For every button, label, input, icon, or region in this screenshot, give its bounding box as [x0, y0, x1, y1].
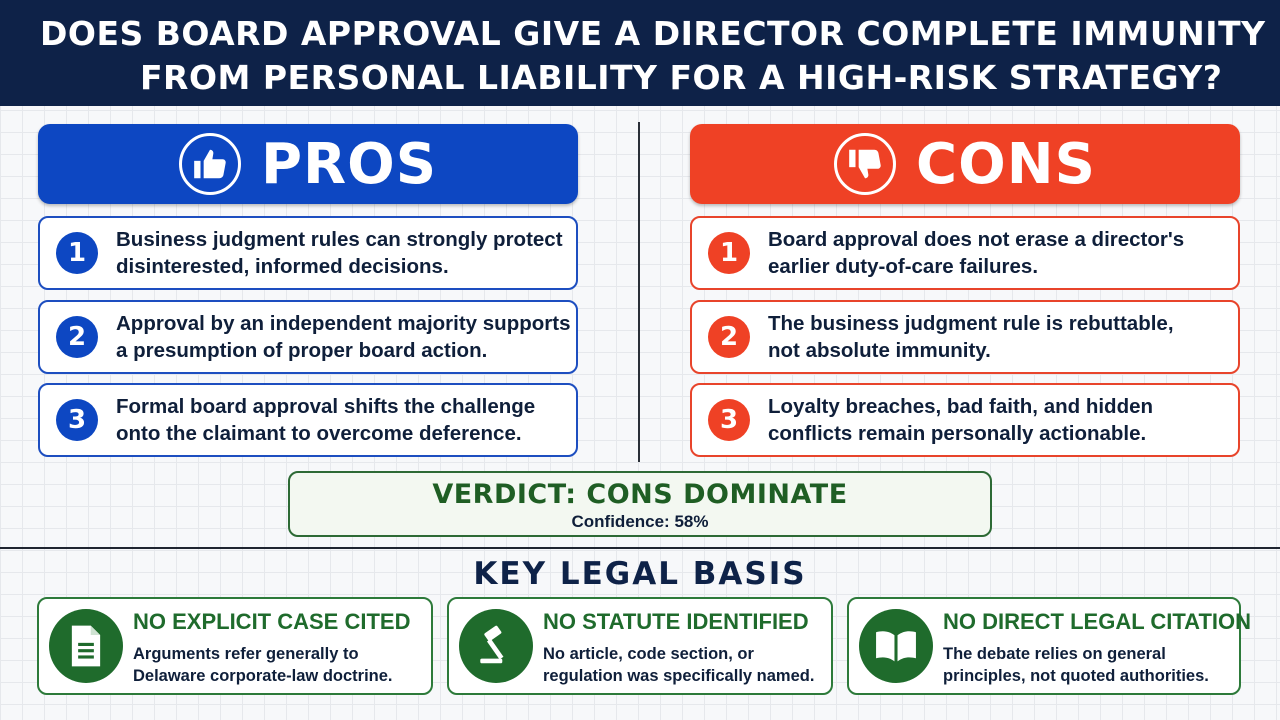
con-text-line: earlier duty-of-care failures.	[768, 255, 1039, 278]
con-number-badge: 3	[708, 399, 750, 441]
pro-card-3: 3 Formal board approval shifts the chall…	[38, 383, 578, 457]
basis-heading: KEY LEGAL BASIS	[473, 556, 807, 592]
con-card-3: 3 Loyalty breaches, bad faith, and hidde…	[690, 383, 1240, 457]
con-text-line: conflicts remain personally actionable.	[768, 422, 1147, 445]
con-card-1: 1 Board approval does not erase a direct…	[690, 216, 1240, 290]
pro-number-badge: 1	[56, 232, 98, 274]
basis-card-desc: The debate relies on general principles,…	[943, 643, 1209, 687]
verdict-title: VERDICT: CONS DOMINATE	[432, 479, 848, 510]
pro-text-line: onto the claimant to overcome deference.	[116, 422, 522, 445]
pro-text-line: a presumption of proper board action.	[116, 339, 488, 362]
basis-card-statute: NO STATUTE IDENTIFIED No article, code s…	[447, 597, 833, 695]
basis-desc-line: No article, code section, or	[543, 645, 754, 663]
con-text-line: Loyalty breaches, bad faith, and hidden	[768, 395, 1154, 418]
basis-card-title: NO STATUTE IDENTIFIED	[543, 609, 809, 634]
basis-card-case: NO EXPLICIT CASE CITED Arguments refer g…	[37, 597, 433, 695]
pro-card-2: 2 Approval by an independent majority su…	[38, 300, 578, 374]
confidence-label: Confidence: 58%	[571, 512, 709, 531]
pro-text-line: Business judgment rules can strongly pro…	[116, 228, 563, 251]
con-text-line: not absolute immunity.	[768, 339, 991, 362]
con-number-badge: 1	[708, 232, 750, 274]
con-text: Loyalty breaches, bad faith, and hidden …	[768, 393, 1153, 447]
cons-header: CONS	[690, 124, 1240, 204]
basis-desc-line: Delaware corporate-law doctrine.	[133, 667, 393, 685]
pro-text: Formal board approval shifts the challen…	[116, 393, 535, 447]
pros-label: PROS	[260, 131, 438, 197]
column-divider	[638, 122, 640, 462]
basis-card-citation: NO DIRECT LEGAL CITATION The debate reli…	[847, 597, 1251, 695]
con-text-line: The business judgment rule is rebuttable…	[768, 312, 1174, 335]
basis-card-desc: Arguments refer generally to Delaware co…	[133, 643, 393, 687]
cons-label: CONS	[916, 131, 1096, 197]
pro-text-line: disinterested, informed decisions.	[116, 255, 449, 278]
pro-number-badge: 3	[56, 399, 98, 441]
basis-card-desc: No article, code section, or regulation …	[543, 643, 814, 687]
pro-text-line: Formal board approval shifts the challen…	[116, 395, 536, 418]
thumbs-up-icon	[178, 133, 241, 195]
con-text: Board approval does not erase a director…	[768, 226, 1184, 280]
thumbs-down-icon	[834, 133, 897, 195]
pro-text: Approval by an independent majority supp…	[116, 310, 570, 364]
basis-card-title: NO DIRECT LEGAL CITATION	[943, 609, 1251, 634]
basis-desc-line: regulation was specifically named.	[543, 667, 815, 685]
con-text: The business judgment rule is rebuttable…	[768, 310, 1174, 364]
pro-card-1: 1 Business judgment rules can strongly p…	[38, 216, 578, 290]
pros-header: PROS	[38, 124, 578, 204]
basis-desc-line: Arguments refer generally to	[133, 645, 359, 663]
verdict-box: VERDICT: CONS DOMINATE Confidence: 58%	[288, 471, 992, 537]
pro-text: Business judgment rules can strongly pro…	[116, 226, 563, 280]
con-text-line: Board approval does not erase a director…	[768, 228, 1185, 251]
document-icon	[49, 609, 123, 683]
gavel-icon	[459, 609, 533, 683]
section-divider	[0, 547, 1280, 549]
con-card-2: 2 The business judgment rule is rebuttab…	[690, 300, 1240, 374]
con-number-badge: 2	[708, 316, 750, 358]
basis-desc-line: The debate relies on general	[943, 645, 1166, 663]
title-line-1: DOES BOARD APPROVAL GIVE A DIRECTOR COMP…	[40, 14, 1266, 53]
pro-text-line: Approval by an independent majority supp…	[116, 312, 571, 335]
basis-desc-line: principles, not quoted authorities.	[943, 667, 1209, 685]
title-line-2: FROM PERSONAL LIABILITY FOR A HIGH-RISK …	[140, 58, 1223, 97]
book-icon	[859, 609, 933, 683]
title-banner: DOES BOARD APPROVAL GIVE A DIRECTOR COMP…	[0, 0, 1280, 106]
pro-number-badge: 2	[56, 316, 98, 358]
basis-card-title: NO EXPLICIT CASE CITED	[133, 609, 411, 634]
